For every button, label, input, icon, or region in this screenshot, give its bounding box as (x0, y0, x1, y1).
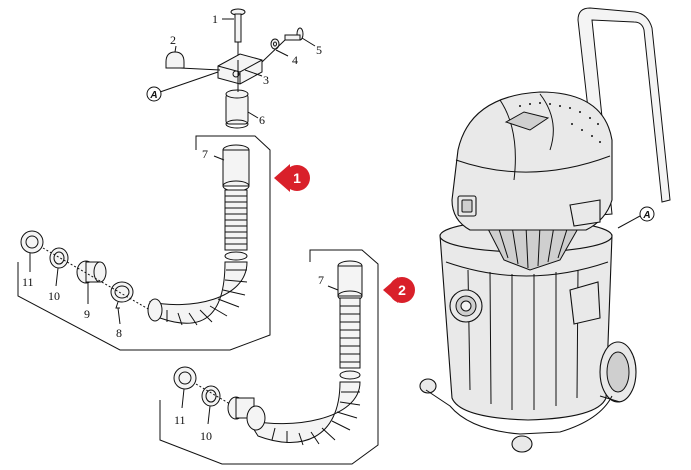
part-number-2: 2 (170, 33, 176, 47)
part-number-3: 3 (263, 73, 269, 87)
callout-step-1: 1 (274, 164, 310, 192)
corrugated-hose-upper (147, 189, 248, 326)
rear-wheel (599, 341, 637, 403)
bracket-part-3 (217, 53, 263, 85)
screw-part-5 (284, 27, 304, 41)
adapter-part-9 (76, 260, 107, 284)
svg-text:1: 1 (293, 170, 301, 186)
part-number-8: 8 (116, 326, 122, 340)
svg-text:2: 2 (398, 282, 406, 298)
part-number-11-lower: 11 (174, 413, 186, 427)
cap-part-2 (165, 51, 185, 69)
svg-text:A: A (642, 210, 650, 221)
hose-nozzle-lower (227, 396, 266, 431)
upper-hose-assembly: 7 11 10 9 8 1 (17, 135, 310, 351)
part-number-6: 6 (259, 113, 265, 127)
part-number-4: 4 (292, 53, 298, 67)
part-number-5: 5 (316, 43, 322, 57)
sleeve-part-6 (225, 89, 249, 129)
part-number-11-upper: 11 (22, 275, 34, 289)
lower-hose-assembly: 7 11 10 2 (159, 249, 415, 465)
gasket-part-10-upper (49, 247, 69, 269)
part-number-10-lower: 10 (200, 429, 212, 443)
front-caster-right (511, 435, 533, 453)
reference-mark-a-left: A (146, 86, 162, 102)
part-number-1: 1 (212, 12, 218, 26)
corrugated-hose-lower (246, 297, 361, 446)
callout-step-2: 2 (383, 277, 415, 303)
power-switch (457, 195, 477, 217)
screw-part-1 (230, 8, 246, 60)
hose-coupling-part-7-upper (222, 144, 250, 192)
part-number-7-lower: 7 (318, 273, 324, 287)
bracket-assembly: A 1 2 3 4 5 6 (146, 8, 322, 129)
vacuum-hose-inlet (449, 289, 483, 323)
part-number-7-upper: 7 (202, 147, 208, 161)
clamp-part-8 (110, 281, 134, 309)
ring-part-11-upper (20, 230, 44, 254)
reference-mark-a-right: A (639, 206, 655, 222)
ring-part-11-lower (173, 366, 197, 390)
wet-dry-vacuum-cleaner: A (419, 7, 671, 453)
hose-coupling-part-7-lower (337, 260, 363, 302)
part-number-9: 9 (84, 307, 90, 321)
front-caster-left (419, 378, 437, 394)
gasket-part-10-lower (201, 385, 221, 407)
part-number-10-upper: 10 (48, 289, 60, 303)
svg-text:A: A (149, 90, 157, 101)
